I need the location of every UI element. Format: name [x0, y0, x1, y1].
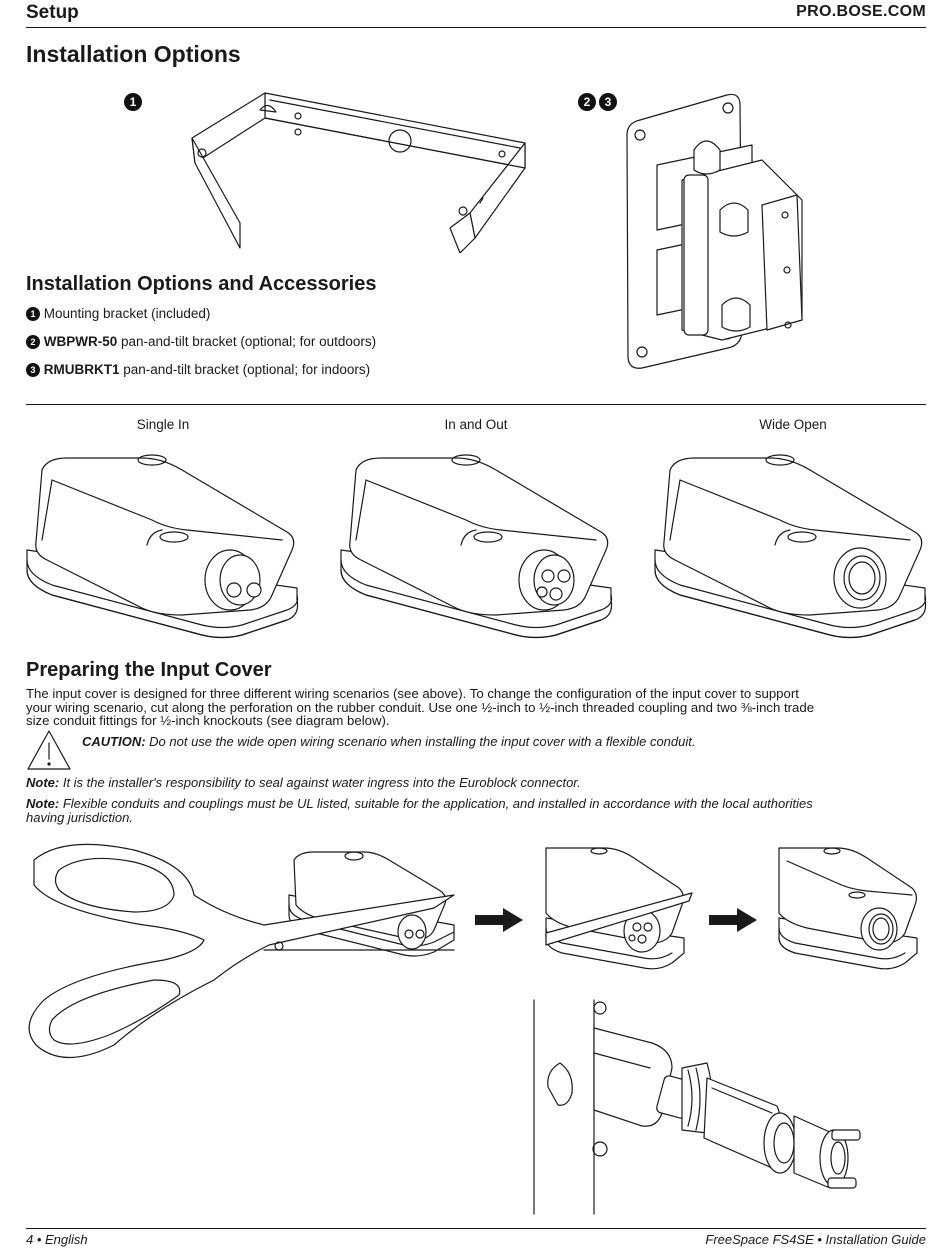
caution-label: CAUTION: [82, 734, 146, 749]
caution-text: CAUTION: Do not use the wide open wiring… [82, 734, 695, 749]
accessory-model-2: WBPWR-50 [43, 334, 118, 349]
note-conduits-label: Note: [26, 796, 60, 811]
accessories-heading: Installation Options and Accessories [26, 273, 377, 295]
wiring-caption-wide-open: Wide Open [759, 417, 827, 432]
accessory-item-3: 3 RMUBRKT1 pan-and-tilt bracket (optiona… [26, 362, 371, 378]
accessory-item-2: 2 WBPWR-50 pan-and-tilt bracket (optiona… [26, 334, 377, 350]
accessory-text-2: pan-and-tilt bracket (optional; for outd… [117, 334, 377, 349]
wiring-caption-single-in: Single In [136, 417, 190, 432]
scissors-cutting-illustration [28, 843, 455, 1059]
marker-1: 1 [124, 93, 142, 111]
accessory-num-3: 3 [26, 363, 40, 378]
note-conduits: Note: Flexible conduits and couplings mu… [26, 797, 926, 824]
caution-body: Do not use the wide open wiring scenario… [145, 734, 696, 749]
input-cover-in-and-out [340, 454, 613, 639]
note-sealing: Note: It is the installer's responsibili… [26, 776, 926, 790]
paragraph-line-3: size conduit fittings for ½-inch knockou… [26, 713, 390, 728]
section-title: Setup [26, 2, 79, 23]
note-sealing-body: It is the installer's responsibility to … [59, 775, 581, 790]
input-cover-single-in [26, 454, 299, 639]
paragraph-line-1: The input cover is designed for three di… [26, 686, 799, 701]
input-cover-paragraph: The input cover is designed for three di… [26, 687, 926, 728]
document-title: FreeSpace FS4SE • Installation Guide [705, 1232, 926, 1247]
wiring-caption-in-and-out: In and Out [444, 417, 508, 432]
conduit-installation-illustration [533, 999, 861, 1215]
accessory-text-3: pan-and-tilt bracket (optional; for indo… [119, 362, 371, 377]
cutting-perforation-illustration [545, 847, 693, 970]
note-conduits-line-1: Flexible conduits and couplings must be … [59, 796, 813, 811]
site-url: PRO.BOSE.COM [796, 3, 926, 20]
page-number: 4 • English [26, 1232, 88, 1247]
accessory-num-2: 2 [26, 335, 40, 350]
warning-triangle-icon [27, 730, 71, 770]
wide-open-result-illustration [778, 847, 918, 970]
footer-rule [26, 1228, 926, 1229]
section-rule [26, 404, 926, 405]
accessory-item-1: 1 Mounting bracket (included) [26, 306, 211, 322]
marker-3-badge: 3 [599, 93, 617, 111]
page-title: Installation Options [26, 41, 241, 67]
note-sealing-label: Note: [26, 775, 60, 790]
marker-1-badge: 1 [124, 93, 142, 111]
pan-tilt-bracket-illustration [626, 93, 803, 369]
marker-2-badge: 2 [578, 93, 596, 111]
header-rule [26, 27, 926, 28]
accessory-num-1: 1 [26, 307, 40, 322]
arrow-right-icon [475, 908, 523, 932]
paragraph-line-2: your wiring scenario, cut along the perf… [26, 699, 815, 715]
note-conduits-line-2: having jurisdiction. [26, 809, 133, 825]
input-cover-wide-open [654, 454, 927, 639]
accessory-model-3: RMUBRKT1 [43, 362, 120, 377]
mounting-bracket-illustration [191, 92, 526, 253]
arrow-right-icon [709, 908, 757, 932]
accessory-text-1: Mounting bracket (included) [43, 306, 211, 321]
input-cover-heading: Preparing the Input Cover [26, 659, 272, 681]
